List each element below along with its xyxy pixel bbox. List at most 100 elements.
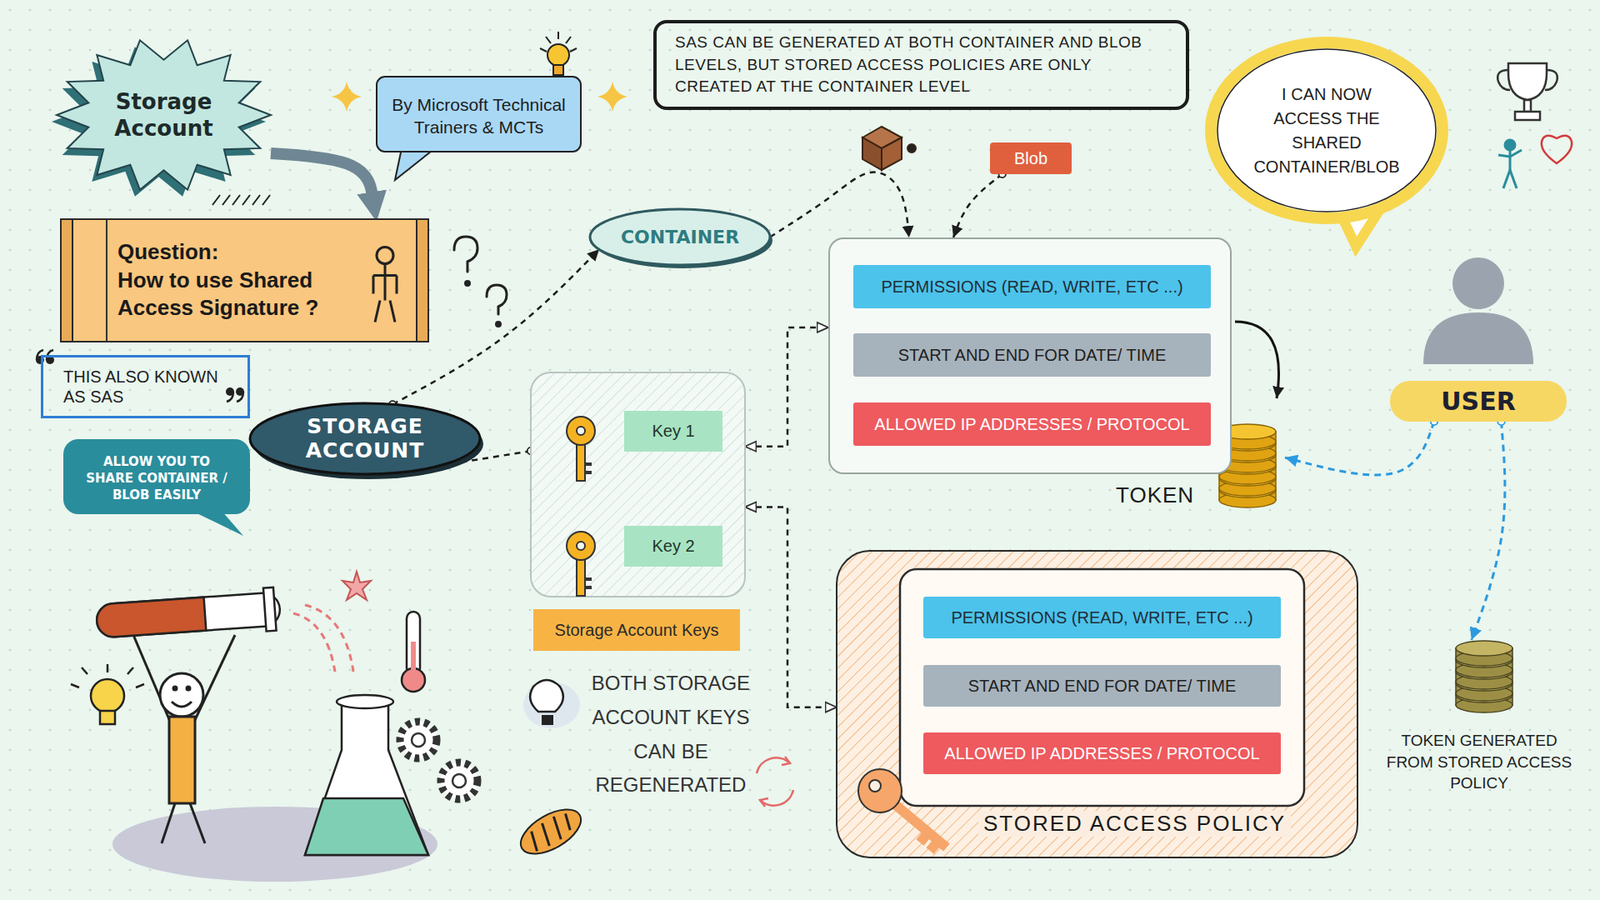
question-marks bbox=[454, 236, 507, 327]
speech-bubble: By Microsoft Technical Trainers & MCTs bbox=[376, 76, 581, 169]
path-part bbox=[133, 635, 235, 724]
path-part bbox=[1498, 150, 1522, 157]
node-text: I CAN NOW ACCESS THE SHARED CONTAINER/BL… bbox=[1252, 82, 1401, 180]
permission-band: PERMISSIONS (READ, WRITE, ETC ...) bbox=[923, 596, 1281, 639]
node-text: STORAGE ACCOUNT bbox=[283, 415, 447, 464]
node-text: TOKEN GENERATED FROM STORED ACCESS POLIC… bbox=[1383, 730, 1575, 795]
circle-part bbox=[547, 44, 570, 66]
g-part bbox=[373, 247, 397, 323]
node-text: THIS ALSO KNOWN AS SAS bbox=[63, 366, 228, 407]
g-part bbox=[858, 769, 947, 851]
rect-part bbox=[553, 65, 564, 75]
ellipse-part bbox=[1210, 42, 1443, 219]
flask bbox=[305, 695, 429, 855]
circle-part bbox=[1452, 257, 1505, 310]
bread-doodle bbox=[513, 800, 588, 864]
rect-part bbox=[410, 641, 416, 675]
circle-part bbox=[465, 281, 470, 286]
circle-part bbox=[186, 686, 190, 690]
circle-part bbox=[400, 721, 437, 759]
connector bbox=[745, 327, 829, 447]
keys-box: Storage Account KeysKey 1Key 2 bbox=[530, 372, 745, 597]
path-part bbox=[1503, 170, 1517, 189]
circle-part bbox=[576, 541, 585, 550]
node-text: ALLOWED IP ADDRESSES / PROTOCOL bbox=[874, 415, 1190, 435]
node-text: CONTAINER bbox=[620, 226, 740, 248]
star-doodle bbox=[342, 571, 371, 600]
heading-label: STORED ACCESS POLICY bbox=[978, 810, 1291, 837]
rect-part bbox=[60, 219, 73, 342]
node-text: Storage Account bbox=[106, 88, 221, 143]
note-box: SAS CAN BE GENERATED AT BOTH CONTAINER A… bbox=[653, 20, 1190, 110]
circle-part bbox=[411, 733, 425, 747]
connector bbox=[270, 153, 374, 201]
node-text: START AND END FOR DATE/ TIME bbox=[968, 676, 1237, 696]
node-text: START AND END FOR DATE/ TIME bbox=[898, 345, 1167, 365]
key-band: Key 1 bbox=[624, 410, 723, 452]
circle-part bbox=[907, 144, 916, 153]
note-label: BOTH STORAGE ACCOUNT KEYS CAN BE REGENER… bbox=[575, 666, 767, 803]
ellipse-part bbox=[590, 209, 770, 265]
ellipse-part bbox=[513, 800, 588, 864]
ip-band: ALLOWED IP ADDRESSES / PROTOCOL bbox=[923, 732, 1281, 775]
circle-part bbox=[173, 686, 177, 690]
connector bbox=[770, 172, 910, 238]
rect-part bbox=[530, 372, 745, 597]
policy-box: STORED ACCESS POLICY PERMISSIONS (READ, W… bbox=[836, 550, 1358, 858]
lightbulb-icon bbox=[540, 31, 577, 75]
line-part bbox=[540, 48, 547, 52]
g-part bbox=[1455, 640, 1513, 666]
node-text: PERMISSIONS (READ, WRITE, ETC ...) bbox=[950, 608, 1253, 628]
permission-band: PERMISSIONS (READ, WRITE, ETC ...) bbox=[853, 265, 1211, 309]
rect-part bbox=[541, 715, 554, 725]
key-band: Key 2 bbox=[624, 525, 723, 567]
gears bbox=[400, 721, 478, 800]
path-part bbox=[161, 803, 205, 844]
user-avatar bbox=[1423, 257, 1534, 365]
connector bbox=[1471, 421, 1505, 640]
circle-part bbox=[566, 531, 595, 560]
node-text: By Microsoft Technical Trainers & MCTs bbox=[390, 93, 568, 140]
container-ellipse: CONTAINER bbox=[590, 209, 770, 265]
circle-part bbox=[90, 679, 125, 713]
node-text: PERMISSIONS (READ, WRITE, ETC ...) bbox=[880, 277, 1183, 297]
path-part bbox=[171, 701, 192, 707]
package-box-icon bbox=[862, 126, 916, 170]
node-text: Blob bbox=[1014, 149, 1048, 169]
stick-person bbox=[133, 635, 235, 844]
line-part bbox=[105, 219, 108, 342]
star-outline bbox=[56, 38, 271, 192]
path-part bbox=[597, 81, 628, 112]
starburst-title: Storage Account bbox=[56, 38, 271, 192]
line-part bbox=[570, 48, 577, 52]
path-part bbox=[1423, 312, 1534, 365]
path-part bbox=[395, 148, 435, 180]
path-part bbox=[95, 597, 206, 639]
rect-part bbox=[263, 587, 277, 632]
node-text: Key 2 bbox=[651, 536, 695, 556]
path-part bbox=[585, 579, 592, 588]
circle-part bbox=[566, 416, 595, 445]
blob-tag: Blob bbox=[990, 142, 1072, 175]
path-part bbox=[293, 605, 354, 672]
speech-bubble: ALLOW YOU TO SHARE CONTAINER / BLOB EASI… bbox=[63, 439, 250, 533]
circle-part bbox=[576, 426, 585, 435]
rect-part bbox=[1524, 100, 1531, 112]
user-pill: USER bbox=[1390, 380, 1567, 422]
heading-label: TOKEN bbox=[1115, 482, 1195, 509]
token-curved-arrow bbox=[1235, 321, 1280, 399]
time-band: START AND END FOR DATE/ TIME bbox=[923, 665, 1281, 707]
rect-part bbox=[836, 550, 1358, 858]
connector bbox=[1285, 421, 1435, 475]
ellipse-part bbox=[336, 695, 394, 709]
rect-part bbox=[95, 591, 281, 638]
circle-part bbox=[160, 673, 204, 717]
circle-part bbox=[496, 322, 501, 327]
path-part bbox=[1545, 70, 1558, 90]
speech-bubble: I CAN NOW ACCESS THE SHARED CONTAINER/BL… bbox=[1204, 35, 1450, 245]
path-part bbox=[525, 810, 575, 853]
path-part bbox=[373, 264, 397, 323]
rect-part bbox=[1515, 111, 1540, 120]
rect-part bbox=[60, 219, 429, 342]
